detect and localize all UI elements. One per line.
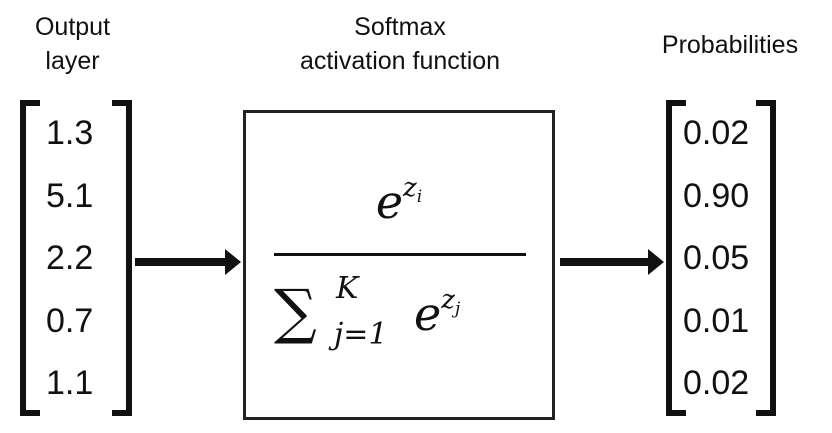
title-line: Output xyxy=(34,13,111,41)
output-value: 1.1 xyxy=(46,364,94,402)
softmax-box: ezi ∑ K j=1 ezj xyxy=(243,110,555,420)
probability-value: 0.05 xyxy=(683,239,750,277)
output-layer-title: Output layer xyxy=(0,10,145,78)
denominator: ∑ K j=1 ezj xyxy=(274,271,534,373)
sum-lower: j=1 xyxy=(334,317,388,352)
arrow-right-icon xyxy=(135,249,241,275)
probability-value: 0.01 xyxy=(683,301,750,340)
right-bracket-open xyxy=(666,100,686,416)
probabilities-title: Probabilities xyxy=(661,31,799,59)
fraction-line xyxy=(274,253,526,256)
probability-vector: 0.02 0.90 0.05 0.01 0.02 xyxy=(683,102,749,415)
exp-base: e xyxy=(375,175,404,229)
left-bracket-open xyxy=(20,100,40,416)
sum-symbol: ∑ xyxy=(274,277,317,347)
left-bracket-close xyxy=(112,100,132,416)
output-vector: 1.3 5.1 2.2 0.7 1.1 xyxy=(46,102,93,415)
output-value: 1.3 xyxy=(46,114,94,152)
right-bracket-close xyxy=(756,100,776,416)
sum-upper: K xyxy=(336,271,359,306)
title-line: layer xyxy=(45,47,100,75)
exp-base: e xyxy=(414,287,442,341)
output-value: 0.7 xyxy=(46,301,94,340)
exp-sub: j xyxy=(454,299,461,320)
probability-value: 0.02 xyxy=(683,114,750,152)
exp: z xyxy=(403,173,417,203)
title-line: Softmax xyxy=(354,13,446,41)
title-line: activation function xyxy=(299,47,501,75)
softmax-title: Softmax activation function xyxy=(250,10,550,78)
arrow-right-icon xyxy=(560,249,664,275)
exp: z xyxy=(441,285,455,315)
output-value: 5.1 xyxy=(46,176,94,215)
probability-value: 0.90 xyxy=(683,176,750,215)
output-value: 2.2 xyxy=(46,239,94,277)
probability-value: 0.02 xyxy=(683,364,750,402)
exp-sub: i xyxy=(416,187,423,208)
numerator: ezi xyxy=(246,173,552,229)
